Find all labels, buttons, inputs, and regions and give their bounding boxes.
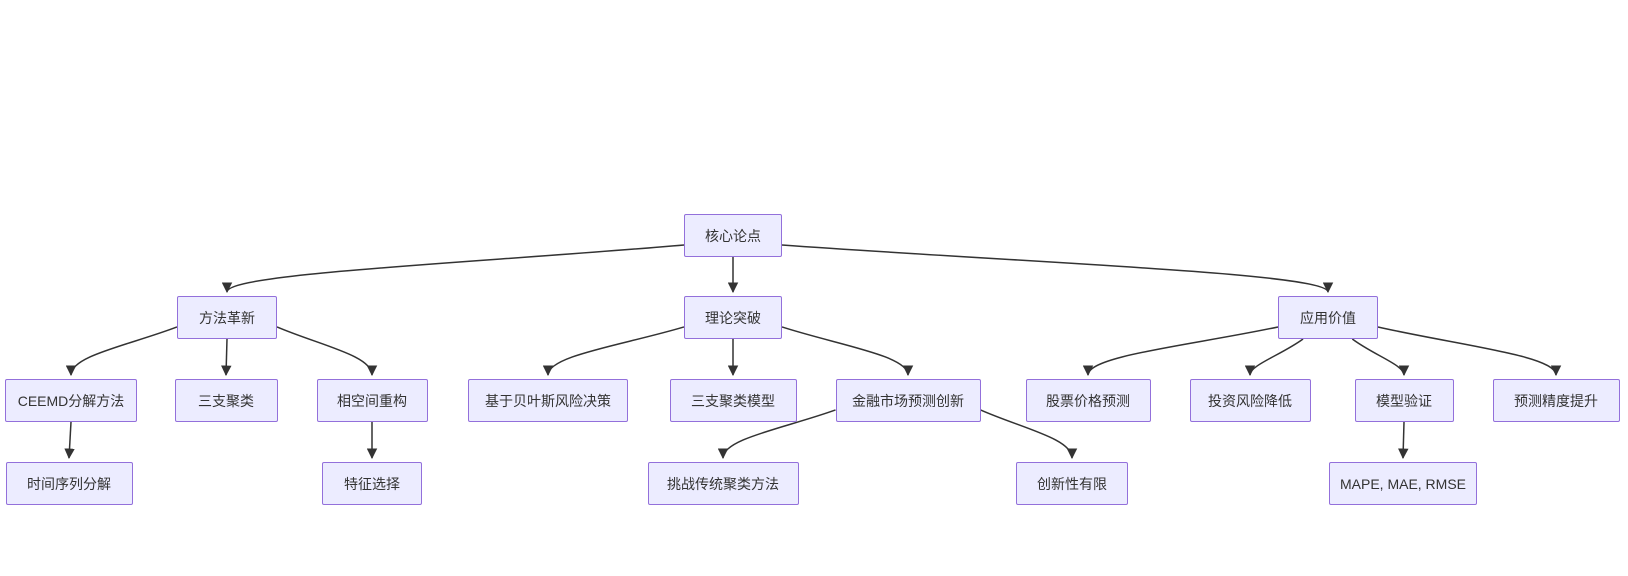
edge-application-to-accuracy xyxy=(1377,326,1562,377)
edge-method-to-phase xyxy=(276,326,378,377)
edge-method-to-ceemd xyxy=(65,326,178,377)
edges-group xyxy=(64,244,1562,460)
diagram-node-feature: 特征选择 xyxy=(322,462,422,505)
node-label: 创新性有限 xyxy=(1037,475,1107,492)
node-label: 应用价值 xyxy=(1300,309,1356,326)
diagram-node-tw_model: 三支聚类模型 xyxy=(669,379,797,422)
node-label: 基于贝叶斯风险决策 xyxy=(485,392,611,409)
edge-theory-to-bayes xyxy=(542,326,685,377)
diagram-node-accuracy: 预测精度提升 xyxy=(1492,379,1620,422)
diagram-node-limited: 创新性有限 xyxy=(1016,462,1128,505)
edge-application-to-validation xyxy=(1351,338,1410,377)
edge-theory-to-finance xyxy=(781,326,914,377)
diagram-node-ceemd: CEEMD分解方法 xyxy=(5,379,137,422)
node-label: 挑战传统聚类方法 xyxy=(667,475,779,492)
diagram-node-validation: 模型验证 xyxy=(1354,379,1454,422)
node-label: 投资风险降低 xyxy=(1208,392,1292,409)
edge-ceemd-to-tsd xyxy=(64,421,75,460)
diagram-node-finance: 金融市场预测创新 xyxy=(835,379,981,422)
node-label: CEEMD分解方法 xyxy=(17,392,125,409)
node-label: 三支聚类 xyxy=(198,392,254,409)
node-label: 预测精度提升 xyxy=(1514,392,1598,409)
node-label: 三支聚类模型 xyxy=(691,392,775,409)
edge-method-to-three_way xyxy=(221,338,232,377)
diagram-node-three_way: 三支聚类 xyxy=(174,379,278,422)
diagram-node-risk: 投资风险降低 xyxy=(1189,379,1311,422)
node-label: 理论突破 xyxy=(705,309,761,326)
node-label: MAPE, MAE, RMSE xyxy=(1339,475,1467,492)
diagram-node-phase: 相空间重构 xyxy=(316,379,428,422)
edge-application-to-risk xyxy=(1244,338,1304,377)
diagram-node-stock: 股票价格预测 xyxy=(1025,379,1151,422)
edge-finance-to-challenge xyxy=(717,409,836,460)
edge-core-to-application xyxy=(781,244,1334,294)
node-label: 模型验证 xyxy=(1376,392,1432,409)
node-label: 时间序列分解 xyxy=(27,475,111,492)
node-label: 方法革新 xyxy=(199,309,255,326)
diagram-node-application: 应用价值 xyxy=(1278,296,1378,339)
diagram-node-bayes: 基于贝叶斯风险决策 xyxy=(468,379,628,422)
diagram-node-core: 核心论点 xyxy=(684,214,782,257)
node-label: 股票价格预测 xyxy=(1046,392,1130,409)
node-label: 核心论点 xyxy=(705,227,761,244)
diagram-node-challenge: 挑战传统聚类方法 xyxy=(647,462,799,505)
node-label: 相空间重构 xyxy=(337,392,407,409)
edge-core-to-method xyxy=(221,244,685,294)
node-label: 特征选择 xyxy=(344,475,400,492)
node-label: 金融市场预测创新 xyxy=(852,392,964,409)
edge-finance-to-limited xyxy=(980,409,1078,460)
diagram-node-method: 方法革新 xyxy=(177,296,277,339)
diagram-node-theory: 理论突破 xyxy=(684,296,782,339)
diagram-node-metrics: MAPE, MAE, RMSE xyxy=(1329,462,1477,505)
diagram-node-tsd: 时间序列分解 xyxy=(5,462,133,505)
edge-validation-to-metrics xyxy=(1398,421,1409,460)
edge-application-to-stock xyxy=(1082,326,1279,377)
